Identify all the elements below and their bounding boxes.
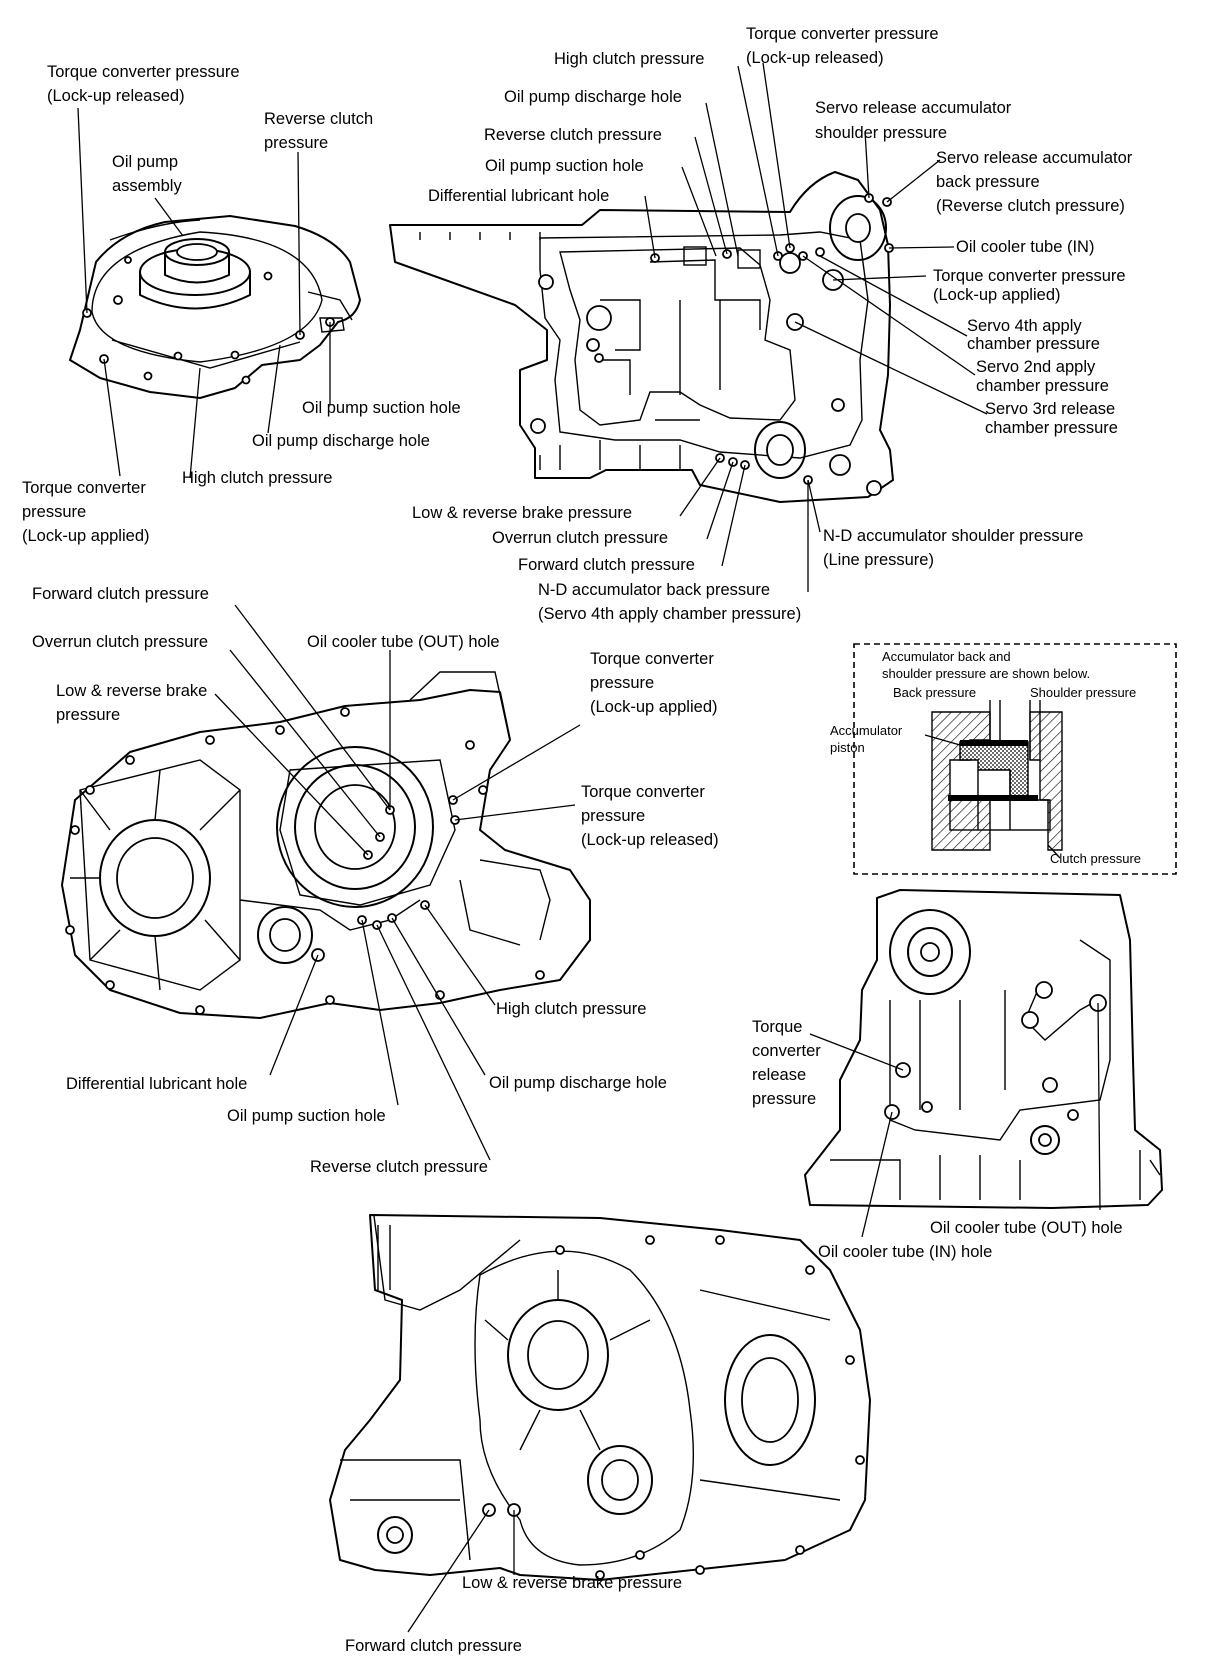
label-bottom-forward: Forward clutch pressure: [345, 1637, 522, 1655]
case-bottom-drawing: [329, 1214, 871, 1581]
label-pump-suction: Oil pump suction hole: [302, 399, 461, 417]
accumulator-inset-labels: Accumulator back and shoulder pressure a…: [830, 649, 1141, 866]
case-top-leaders: [644, 62, 988, 592]
label-top-servo-release-back: Servo release accumulator: [936, 149, 1133, 167]
label-side-tc-release: Torque: [752, 1018, 802, 1036]
label-inset-shoulder: Shoulder pressure: [1030, 685, 1136, 700]
label-pump-high-clutch: High clutch pressure: [182, 469, 332, 487]
label-pump-discharge: Oil pump discharge hole: [252, 432, 430, 450]
label-pump-reverse-clutch: Reverse clutch: [264, 110, 373, 128]
label-mid-tc-released: Torque converter: [581, 783, 705, 801]
label-mid-pump-suction: Oil pump suction hole: [227, 1107, 386, 1125]
label-inset-accumulator: Accumulator: [830, 723, 903, 738]
label-top-servo-release-back-2: back pressure: [936, 173, 1040, 191]
label-inset-back: Back pressure: [893, 685, 976, 700]
label-top-servo-release-shoulder-2: shoulder pressure: [815, 124, 947, 142]
case-side-labels: Torque converter release pressure Oil co…: [752, 1018, 1123, 1261]
label-top-pump-discharge: Oil pump discharge hole: [504, 88, 682, 106]
case-mid-drawing: [61, 671, 591, 1019]
label-side-cooler-in: Oil cooler tube (IN) hole: [818, 1243, 992, 1261]
label-mid-low-reverse-2: pressure: [56, 706, 120, 724]
label-top-forward: Forward clutch pressure: [518, 556, 695, 574]
label-top-tc-released-2: (Lock-up released): [746, 49, 884, 67]
label-pump-tc-released: Torque converter pressure: [47, 63, 240, 81]
label-side-tc-release-3: release: [752, 1066, 806, 1084]
label-mid-pump-discharge: Oil pump discharge hole: [489, 1074, 667, 1092]
label-mid-overrun: Overrun clutch pressure: [32, 633, 208, 651]
label-top-nd-shoulder: N-D accumulator shoulder pressure: [823, 527, 1083, 545]
label-pump-tc-applied: Torque converter: [22, 479, 146, 497]
label-top-overrun: Overrun clutch pressure: [492, 529, 668, 547]
label-top-reverse-clutch: Reverse clutch pressure: [484, 126, 662, 144]
label-pump-assembly: Oil pump: [112, 153, 178, 171]
label-inset-note-2: shoulder pressure are shown below.: [882, 666, 1090, 681]
label-mid-cooler-out: Oil cooler tube (OUT) hole: [307, 633, 500, 651]
label-side-tc-release-4: pressure: [752, 1090, 816, 1108]
label-mid-low-reverse: Low & reverse brake: [56, 682, 207, 700]
inset-frame: [853, 643, 1177, 875]
label-top-servo-2nd-2: chamber pressure: [976, 377, 1109, 395]
case-mid-leaders: [214, 604, 581, 1161]
label-pump-assembly-2: assembly: [112, 177, 182, 195]
label-inset-clutch: Clutch pressure: [1050, 851, 1141, 866]
case-mid-labels: Forward clutch pressure Overrun clutch p…: [32, 585, 719, 1176]
label-pump-tc-applied-3: (Lock-up applied): [22, 527, 150, 545]
case-bottom-leaders: [407, 1509, 515, 1633]
label-mid-tc-applied-2: pressure: [590, 674, 654, 692]
label-top-pump-suction: Oil pump suction hole: [485, 157, 644, 175]
label-top-nd-back-2: (Servo 4th apply chamber pressure): [538, 605, 801, 623]
label-top-servo-release-back-3: (Reverse clutch pressure): [936, 197, 1125, 215]
label-mid-forward: Forward clutch pressure: [32, 585, 209, 603]
label-inset-note: Accumulator back and: [882, 649, 1011, 664]
label-top-servo-3rd-2: chamber pressure: [985, 419, 1118, 437]
case-bottom-labels: Low & reverse brake pressure Forward clu…: [345, 1574, 682, 1655]
label-top-servo-2nd: Servo 2nd apply: [976, 358, 1096, 376]
label-pump-tc-applied-2: pressure: [22, 503, 86, 521]
label-mid-tc-applied: Torque converter: [590, 650, 714, 668]
label-top-tc-applied-2: (Lock-up applied): [933, 286, 1061, 304]
label-top-low-reverse: Low & reverse brake pressure: [412, 504, 632, 522]
label-top-tc-released: Torque converter pressure: [746, 25, 939, 43]
label-side-tc-release-2: converter: [752, 1042, 821, 1060]
label-pump-reverse-clutch-2: pressure: [264, 134, 328, 152]
oil-pump-drawing: [69, 215, 361, 399]
label-top-tc-applied: Torque converter pressure: [933, 267, 1126, 285]
label-top-nd-shoulder-2: (Line pressure): [823, 551, 934, 569]
label-top-servo-3rd: Servo 3rd release: [985, 400, 1115, 418]
label-top-high-clutch: High clutch pressure: [554, 50, 704, 68]
oil-pump-leaders: [77, 107, 331, 479]
label-top-servo-4th-2: chamber pressure: [967, 335, 1100, 353]
label-top-nd-back: N-D accumulator back pressure: [538, 581, 770, 599]
label-pump-tc-released-2: (Lock-up released): [47, 87, 185, 105]
label-mid-tc-applied-3: (Lock-up applied): [590, 698, 718, 716]
label-mid-reverse-clutch: Reverse clutch pressure: [310, 1158, 488, 1176]
label-top-servo-release-shoulder: Servo release accumulator: [815, 99, 1012, 117]
label-inset-piston: piston: [830, 740, 865, 755]
case-side-leaders: [809, 1002, 1101, 1238]
oil-pump-labels: Torque converter pressure (Lock-up relea…: [22, 63, 461, 545]
label-top-servo-4th: Servo 4th apply: [967, 317, 1082, 335]
case-top-labels: Torque converter pressure (Lock-up relea…: [412, 25, 1133, 623]
label-mid-tc-released-3: (Lock-up released): [581, 831, 719, 849]
label-mid-tc-released-2: pressure: [581, 807, 645, 825]
label-top-cooler-in: Oil cooler tube (IN): [956, 238, 1094, 256]
label-mid-diff-lube: Differential lubricant hole: [66, 1075, 247, 1093]
accumulator-inset: [853, 643, 1177, 875]
label-bottom-low-reverse: Low & reverse brake pressure: [462, 1574, 682, 1592]
label-mid-high-clutch: High clutch pressure: [496, 1000, 646, 1018]
case-top-drawing: [389, 171, 894, 503]
case-side-drawing: [804, 889, 1163, 1209]
label-side-cooler-out: Oil cooler tube (OUT) hole: [930, 1219, 1123, 1237]
label-top-diff-lube: Differential lubricant hole: [428, 187, 609, 205]
